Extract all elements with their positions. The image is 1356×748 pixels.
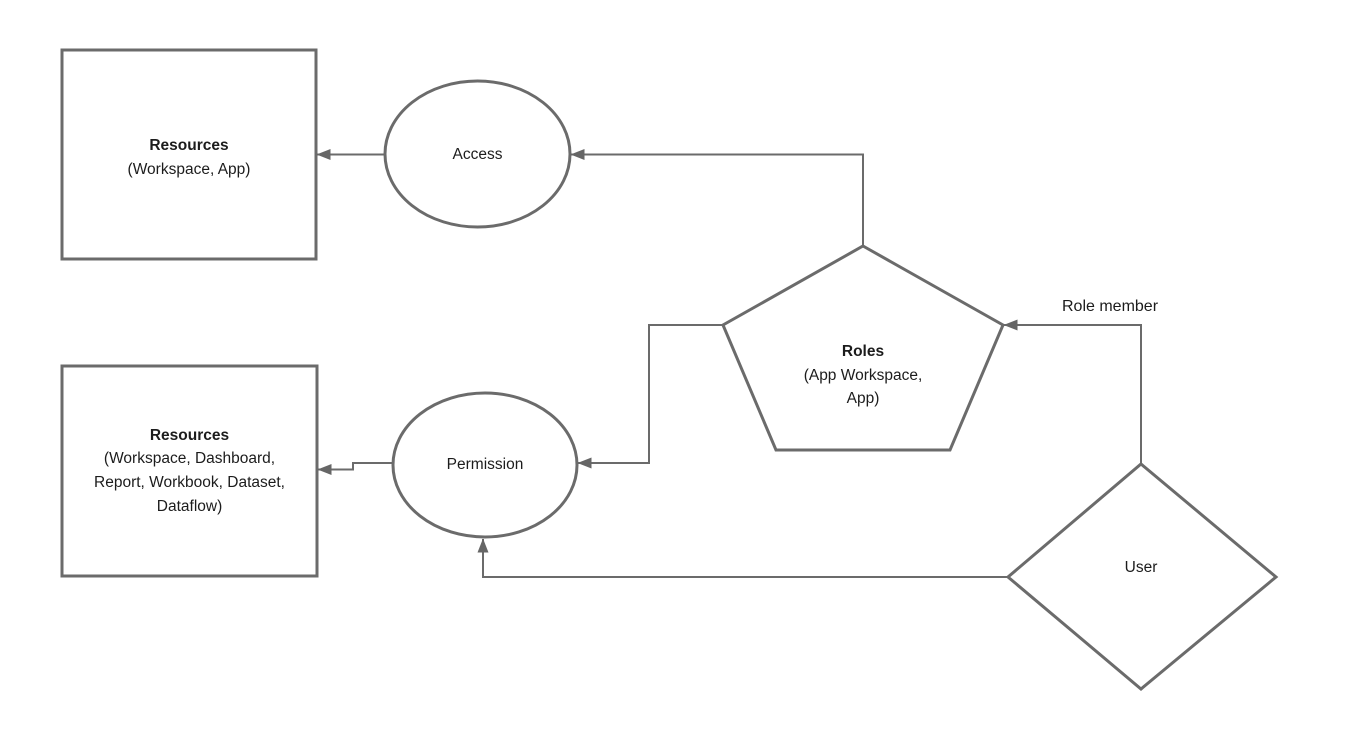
resources-workspace-app-node [60,48,318,261]
roles-title: Roles [841,343,885,360]
edge-user-to-permission [477,538,1008,578]
edge-roles-to-permission [577,324,723,469]
resources-bottom-subtitle-line-3: Dataflow) [156,497,223,515]
resources-bottom-label: Resources (Workspace, Dashboard, Report,… [62,366,317,576]
edge-permission-to-resources-bottom [317,462,393,475]
resources-top-label: Resources (Workspace, App) [62,50,316,259]
edge-roles-to-access [570,149,864,246]
permission-label: Permission [446,456,524,474]
user-label: User [1124,559,1158,577]
resources-top-title: Resources [149,137,229,155]
edge-user-to-roles-role-member [1003,319,1142,464]
resources-bottom-title: Resources [149,426,230,444]
permission-node [391,391,579,539]
roles-label: Roles (App Workspace, App) [743,340,983,411]
roles-subtitle-line-1: (App Workspace, [803,366,923,384]
access-label: Access [452,146,503,164]
resources-top-subtitle: (Workspace, App) [127,161,251,178]
resources-detailed-node [60,364,319,578]
roles-subtitle-line-2: App) [846,390,880,408]
user-node [1005,462,1279,691]
resources-bottom-subtitle-line-1: (Workspace, Dashboard, [103,450,276,468]
resources-bottom-subtitle-line-2: Report, Workbook, Dataset, [94,474,285,491]
roles-node [721,244,1005,452]
role-member-edge-label: Role member [1061,298,1159,316]
